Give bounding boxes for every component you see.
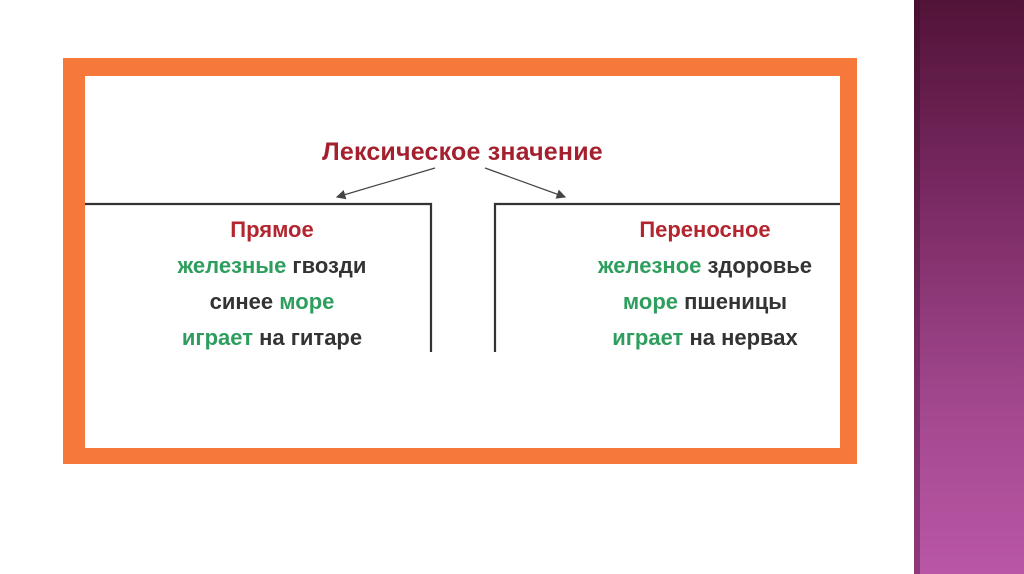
- example-row: играет на нервах: [545, 320, 840, 356]
- arrow-to-left: [335, 167, 436, 200]
- orange-frame: Лексическое значение Прямое железные гво…: [63, 58, 857, 464]
- example-word: играет: [181, 325, 253, 350]
- diagram-connectors: [85, 167, 840, 352]
- example-word: играет: [612, 325, 684, 350]
- example-word: море: [622, 289, 678, 314]
- example-word: на нервах: [683, 325, 798, 350]
- example-row: синее море: [112, 284, 432, 320]
- example-row: море пшеницы: [545, 284, 840, 320]
- left-bracket-line: [85, 202, 433, 352]
- right-bracket-line: [493, 202, 840, 352]
- example-word: железное: [598, 253, 702, 278]
- example-row: играет на гитаре: [112, 320, 432, 356]
- column-heading-direct: Прямое: [230, 217, 314, 242]
- example-word: на гитаре: [252, 325, 363, 350]
- example-word: гвозди: [286, 253, 367, 278]
- example-word: море: [279, 289, 335, 314]
- example-word: синее: [209, 289, 280, 314]
- example-row: железное здоровье: [545, 248, 840, 284]
- column-figurative: Переносное железное здоровье море пшениц…: [545, 212, 840, 356]
- arrow-to-right: [484, 167, 567, 199]
- diagram-title: Лексическое значение: [322, 138, 603, 166]
- column-direct: Прямое железные гвозди синее море играет…: [112, 212, 432, 356]
- decorative-side-band: [914, 0, 1024, 574]
- example-word: пшеницы: [678, 289, 788, 314]
- example-word: железные: [177, 253, 287, 278]
- diagram-panel: Лексическое значение Прямое железные гво…: [85, 76, 840, 448]
- example-word: здоровье: [701, 253, 812, 278]
- column-heading-figurative: Переносное: [639, 217, 771, 242]
- example-row: железные гвозди: [112, 248, 432, 284]
